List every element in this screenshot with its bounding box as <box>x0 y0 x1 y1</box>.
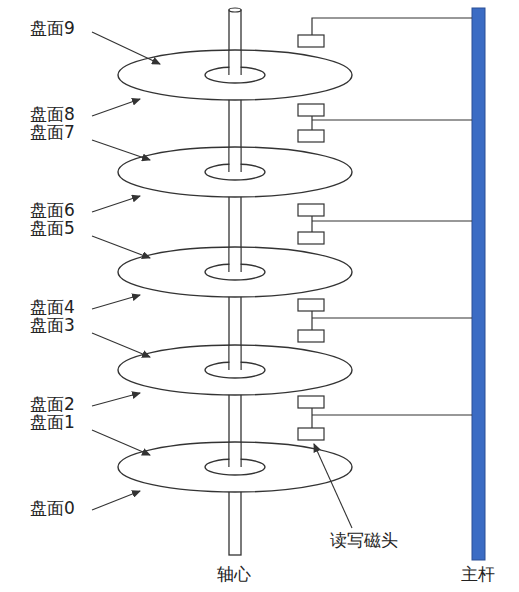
axis-fill <box>230 346 241 370</box>
axis-segment <box>229 247 241 272</box>
axis-fill <box>230 248 241 272</box>
surface-label: 盘面7 <box>30 124 75 141</box>
surface-label: 盘面1 <box>30 414 75 431</box>
surface-label: 盘面0 <box>30 500 75 517</box>
surface-label: 盘面5 <box>30 220 75 237</box>
axis-segment <box>229 345 241 370</box>
axis-segment <box>229 147 241 172</box>
surface-label: 盘面4 <box>30 299 75 316</box>
pole-label: 主杆 <box>461 566 495 583</box>
axis-label: 轴心 <box>217 566 251 583</box>
platter <box>118 50 352 100</box>
surface-label: 盘面2 <box>30 396 75 413</box>
platter <box>118 345 352 395</box>
axis-fill <box>230 443 241 467</box>
platter <box>118 247 352 297</box>
axis-fill <box>230 148 241 172</box>
surface-label: 盘面3 <box>30 317 75 334</box>
axis-segment <box>229 50 241 75</box>
axis-segment <box>229 442 241 467</box>
surface-label: 盘面8 <box>30 106 75 123</box>
platter <box>118 147 352 197</box>
head-label: 读写磁头 <box>330 532 398 549</box>
axis-fill <box>230 51 241 75</box>
surface-label: 盘面9 <box>30 20 75 37</box>
surface-label: 盘面6 <box>30 202 75 219</box>
